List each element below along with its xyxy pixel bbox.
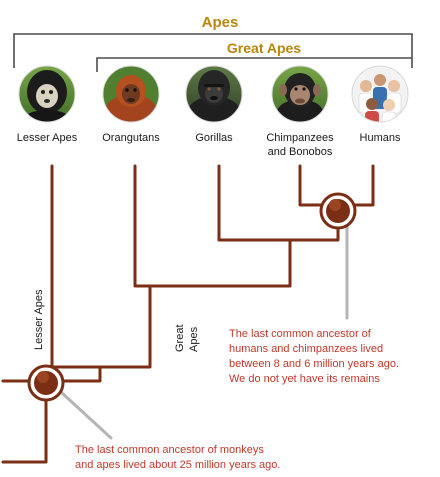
note-human-chimp-line-1: The last common ancestor of — [229, 328, 372, 340]
branch-gorillas — [217, 164, 340, 242]
title-apes: Apes — [202, 14, 239, 31]
humans-photo-icon — [351, 65, 409, 123]
note-human-chimp-line-2: humans and chimpanzees lived — [229, 343, 383, 355]
note-human-chimp-line-4: We do not yet have its remains — [229, 373, 380, 385]
gorilla-photo-icon — [185, 65, 243, 123]
note-human-chimp-line-3: between 8 and 6 million years ago. — [229, 358, 399, 370]
note-monkey-ape-line-1: The last common ancestor of monkeys — [75, 444, 264, 456]
ancestor-human-chimp-icon — [319, 192, 357, 230]
label-and-bonobos: and Bonobos — [268, 146, 333, 158]
ancestor-monkey-ape-icon — [27, 364, 65, 402]
label-gorillas: Gorillas — [195, 132, 233, 144]
apes-bracket — [13, 33, 413, 68]
pointer-monkey-ape — [60, 391, 113, 440]
vertical-label-apes: Apes — [188, 326, 200, 352]
label-lesser-apes: Lesser Apes — [17, 132, 78, 144]
gibbon-photo-icon — [18, 65, 76, 123]
label-humans: Humans — [360, 132, 401, 144]
orangutan-photo-icon — [102, 65, 160, 123]
branch-outgroup — [1, 384, 48, 464]
great-apes-bracket — [96, 57, 412, 72]
branch-orangutans — [133, 164, 292, 288]
chimpanzee-photo-icon — [271, 65, 329, 123]
title-great-apes: Great Apes — [227, 40, 301, 56]
label-chimpanzees: Chimpanzees — [266, 132, 334, 144]
label-orangutans: Orangutans — [102, 132, 160, 144]
vertical-label-great: Great — [174, 324, 186, 352]
vertical-label-lesser-apes: Lesser Apes — [33, 289, 45, 350]
note-monkey-ape-line-2: and apes lived about 25 million years ag… — [75, 459, 280, 471]
